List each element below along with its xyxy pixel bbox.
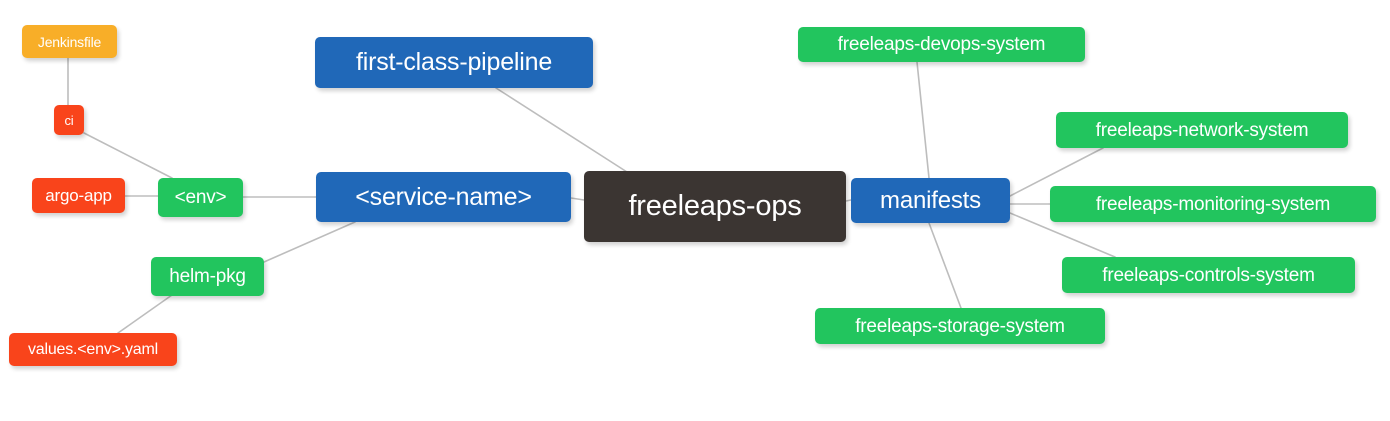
edge-manifests-to-network [1009, 147, 1104, 197]
node-label: values.<env>.yaml [27, 340, 158, 358]
node-label: freeleaps-ops [628, 190, 802, 222]
node-label: <env> [174, 187, 227, 208]
node-label: first-class-pipeline [355, 48, 553, 76]
mindmap-node-controls[interactable]: freeleaps-controls-system [1062, 257, 1355, 293]
edge-env-to-ci [83, 132, 173, 179]
node-label: freeleaps-monitoring-system [1095, 193, 1331, 215]
node-label: freeleaps-controls-system [1102, 264, 1315, 286]
mindmap-node-pipeline[interactable]: first-class-pipeline [315, 37, 593, 88]
mindmap-node-argo[interactable]: argo-app [32, 178, 125, 213]
node-label: freeleaps-storage-system [855, 315, 1065, 337]
mindmap-node-jenkinsfile[interactable]: Jenkinsfile [22, 25, 117, 58]
edge-manifests-to-storage [928, 222, 962, 309]
edge-root-to-manifests [845, 199, 852, 202]
mindmap-node-root[interactable]: freeleaps-ops [584, 171, 846, 242]
node-label: helm-pkg [169, 266, 246, 287]
mindmap-node-service[interactable]: <service-name> [316, 172, 571, 222]
edge-helm-to-values [117, 294, 173, 334]
edge-manifests-to-devops [916, 61, 930, 179]
node-label: <service-name> [355, 182, 532, 211]
mindmap-node-monitoring[interactable]: freeleaps-monitoring-system [1050, 186, 1376, 222]
edge-service-to-helm [263, 221, 356, 263]
node-label: ci [64, 112, 74, 128]
mindmap-node-devops[interactable]: freeleaps-devops-system [798, 27, 1085, 62]
mindmap-node-values[interactable]: values.<env>.yaml [9, 333, 177, 366]
edge-manifests-to-controls [1009, 212, 1116, 258]
mindmap-node-network[interactable]: freeleaps-network-system [1056, 112, 1348, 148]
mindmap-node-manifests[interactable]: manifests [851, 178, 1010, 223]
node-label: freeleaps-network-system [1095, 119, 1309, 141]
edge-root-to-pipeline [495, 87, 628, 173]
mindmap-node-env[interactable]: <env> [158, 178, 243, 217]
mindmap-node-storage[interactable]: freeleaps-storage-system [815, 308, 1105, 344]
node-label: manifests [880, 186, 981, 214]
node-label: freeleaps-devops-system [837, 34, 1046, 55]
node-label: Jenkinsfile [37, 33, 102, 50]
mindmap-node-helm[interactable]: helm-pkg [151, 257, 264, 296]
node-label: argo-app [45, 186, 112, 205]
mindmap-node-ci[interactable]: ci [54, 105, 84, 135]
edge-root-to-service [570, 197, 585, 201]
